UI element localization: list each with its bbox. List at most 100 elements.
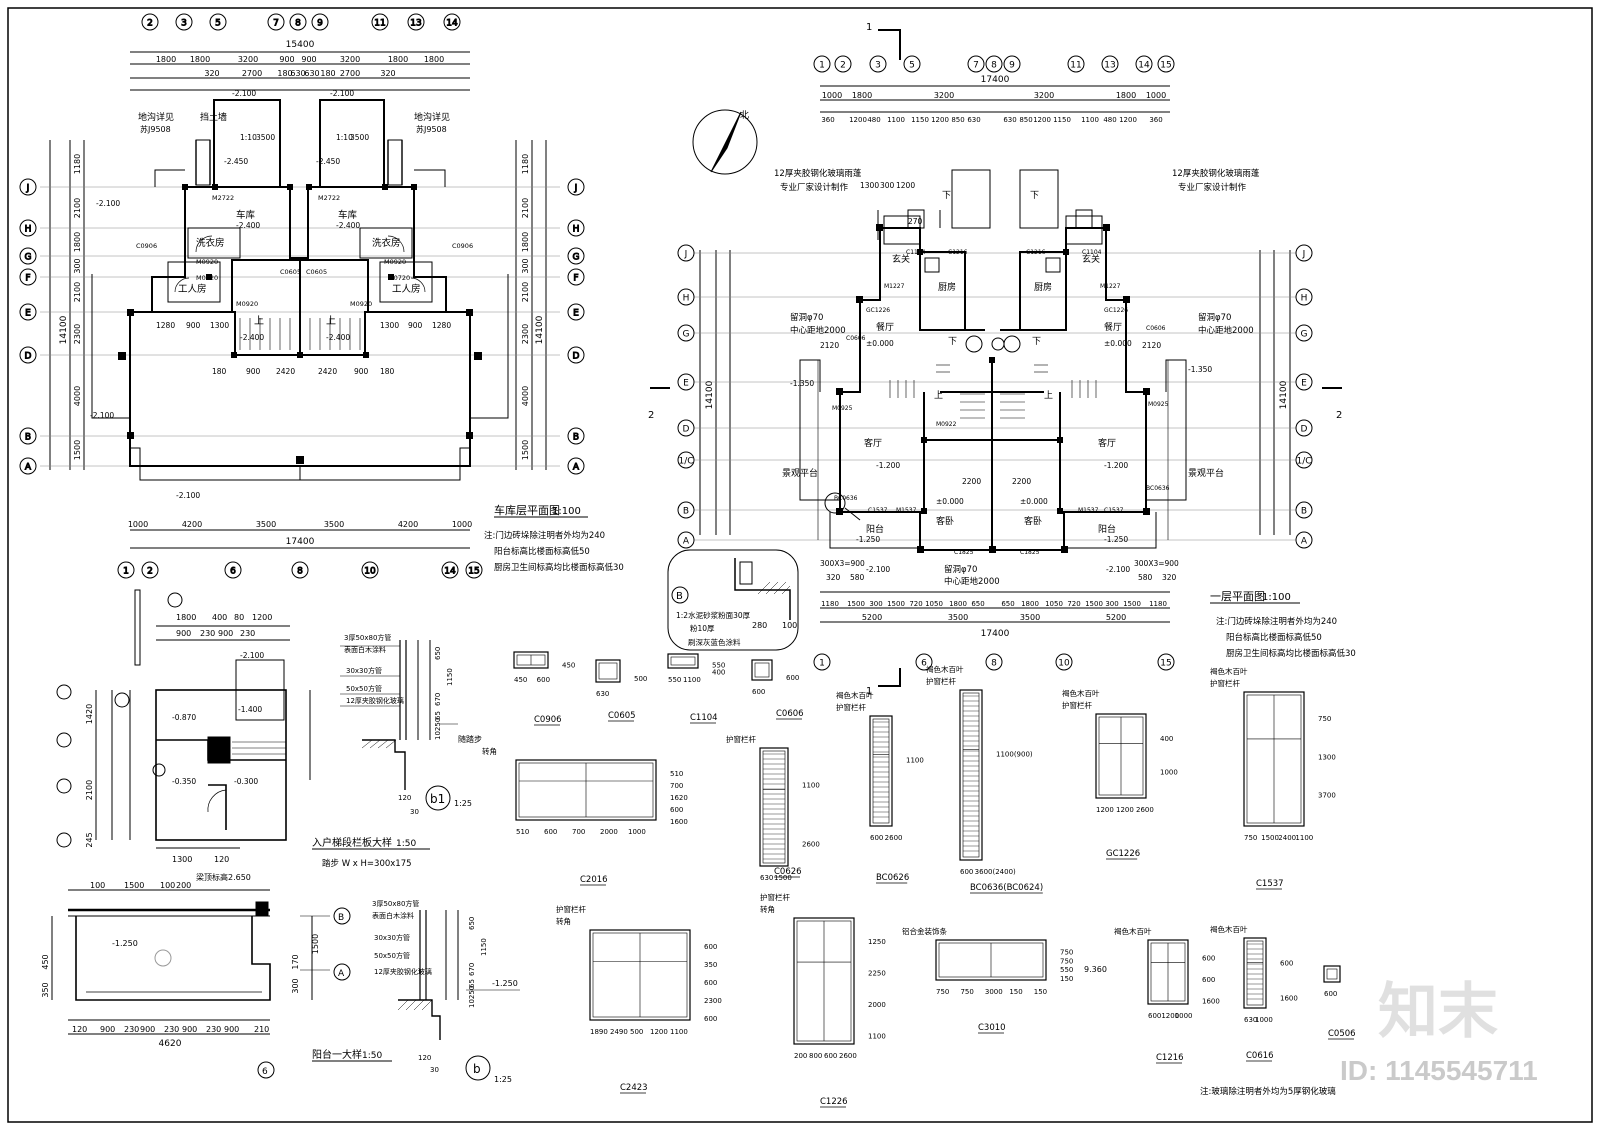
window-5-dim-1: 1100 xyxy=(802,782,820,790)
ffp-dim-top2-15: 360 xyxy=(1149,116,1162,124)
ffp-stair-3: 上 xyxy=(1044,390,1053,401)
window-12-dim-0: 750 xyxy=(936,988,949,996)
window-8-dim-2: 1200 xyxy=(1116,806,1134,814)
window-9-dim-0: 750 xyxy=(1244,834,1257,842)
window-c2423 xyxy=(589,929,691,1021)
window-10-dim-4: 500 xyxy=(630,1028,643,1036)
ffp-axis-top-9: 9 xyxy=(1003,55,1021,73)
garage-level-1: -2.100 xyxy=(330,89,354,98)
balcony-dim-side-1: 170 xyxy=(291,954,300,969)
garage-axis-bottom-8: 8 xyxy=(291,561,309,579)
ffp-axis-top-9-label: 9 xyxy=(1009,61,1015,71)
garage-axis-left-A: A xyxy=(19,457,37,475)
ffp-level-10: -2.100 xyxy=(866,565,890,574)
window-c1226 xyxy=(793,917,855,1045)
window-9-note: 护窗栏杆 xyxy=(1210,678,1240,688)
detail-b-dim-1: 280 xyxy=(752,621,767,630)
window-code-14: C0616 xyxy=(1246,1051,1274,1061)
ffp-dim-top1-5: 1000 xyxy=(1146,91,1166,100)
garage-axis-left-F: F xyxy=(19,268,37,286)
window-11-dim-1: 1250 xyxy=(868,938,886,946)
window-13-dim-4: 1000 xyxy=(1175,1012,1193,1020)
ffp-room-10: 阳台 xyxy=(866,523,884,535)
ffp-dim-top2-0: 360 xyxy=(821,116,834,124)
ffp-dim-bot1-4: 720 xyxy=(909,600,922,608)
ffp-dim-top2-12: 1100 xyxy=(1081,116,1099,124)
glass-note: 注:玻璃除注明者外均为5厚钢化玻璃 xyxy=(1200,1086,1336,1097)
ffp-room-2: 厨房 xyxy=(938,281,956,293)
garage-axis-bottom-10: 10 xyxy=(361,561,379,579)
window-c1216 xyxy=(1147,939,1189,1005)
window-schedule-texts: C0906450450600C0605630500C11045505501100… xyxy=(482,661,1356,1108)
garage-dim-side-left-1: 2100 xyxy=(73,198,82,218)
ffp-level-0: ±0.000 xyxy=(866,339,894,348)
ffp-room-7: 客厅 xyxy=(1098,437,1116,449)
window-4-dim-9: 1600 xyxy=(670,818,688,826)
garage-level-9: -2.450 xyxy=(224,157,248,166)
ffp-axis-right-D: D xyxy=(1295,419,1313,437)
ffp-axis-top-1: 1 xyxy=(813,55,831,73)
ffp-axis-top-14: 14 xyxy=(1135,55,1153,73)
ffp-dim-top1-1: 1800 xyxy=(852,91,872,100)
garage-door-5: M0920 xyxy=(350,300,372,308)
garage-note-1: 注:门边砖垛除注明者外均为240 xyxy=(484,530,605,541)
garage-room-0: 车库 xyxy=(236,209,256,221)
garage-door-9: C0605 xyxy=(306,268,327,276)
garage-axis-top-9-label: 9 xyxy=(317,19,323,29)
stair-dim-top-1: 400 xyxy=(212,613,227,622)
window-code-3: C0606 xyxy=(776,709,804,719)
window-8-dim-1: 400 xyxy=(1160,735,1173,743)
ffp-axis-top-15: 15 xyxy=(1157,55,1175,73)
garage-overall-top: 15400 xyxy=(286,40,315,50)
ffp-dim-bot1-8: 650 xyxy=(1001,600,1014,608)
window-0-dim-0: 450 xyxy=(514,676,527,684)
ffp-level-11: -2.100 xyxy=(1106,565,1130,574)
garage-axis-left-J-label: J xyxy=(26,184,30,194)
garage-interior-dim-8: 2420 xyxy=(276,367,295,376)
ffp-dim-top2-1: 1200 xyxy=(849,116,867,124)
window-2-dim-2: 1100 xyxy=(683,676,701,684)
ffp-dim-top2-3: 1100 xyxy=(887,116,905,124)
window-code-13: C1216 xyxy=(1156,1053,1184,1063)
rail-b1-spec-3: 30x30方管 xyxy=(346,666,382,675)
window-11-dim-6: 2600 xyxy=(839,1052,857,1060)
window-6-dim-0: 600 xyxy=(870,834,883,842)
garage-level-0: -2.100 xyxy=(232,89,256,98)
ffp-axis-left-B: B xyxy=(677,501,695,519)
garage-dim-top2-2: 180 xyxy=(277,69,292,78)
ffp-room-8: 客卧 xyxy=(936,515,954,527)
garage-axis-top-5-label: 5 xyxy=(215,19,221,29)
window-10-dim-3: 350 xyxy=(704,961,717,969)
garage-axis-right-F: F xyxy=(567,268,585,286)
garage-axis-top-14: 14 xyxy=(443,13,461,31)
trench-code-left: 苏J9508 xyxy=(140,124,171,134)
ffp-door-19: M0925 xyxy=(1148,401,1169,408)
window-8-note2: 褐色木百叶 xyxy=(1062,688,1100,698)
balcony-level: -1.250 xyxy=(112,939,138,948)
ffp-note-2: 阳台标高比楼面标高低50 xyxy=(1226,632,1322,643)
rail-b-dim-1: 670 xyxy=(468,963,476,976)
rail-detail-b1 xyxy=(340,640,458,811)
canopy-note-left-1: 12厚夹胶钢化玻璃雨蓬 xyxy=(774,168,862,179)
ffp-dim-bot2-2: 3500 xyxy=(1020,613,1040,622)
balcony-dim-side-2: 300 xyxy=(291,978,300,993)
window-14-dim-2: 1000 xyxy=(1255,1016,1273,1024)
window-13-dim-3: 600 xyxy=(1202,976,1215,984)
window-13-dim-5: 1600 xyxy=(1202,997,1220,1005)
ffp-levels: ±0.000±0.000±0.000±0.000-1.200-1.200-1.2… xyxy=(790,339,1212,574)
ffp-room-9: 客卧 xyxy=(1024,515,1042,527)
garage-axis-bottom-2: 2 xyxy=(141,561,159,579)
window-12-dim-3: 750 xyxy=(1060,957,1073,965)
garage-plan-title: 车库层平面图 xyxy=(494,503,560,517)
window-code-0: C0906 xyxy=(534,715,562,725)
window-code-1: C0605 xyxy=(608,711,636,721)
window-12-dim-1: 750 xyxy=(1060,948,1073,956)
ffp-misc-10: 580 xyxy=(850,573,865,582)
garage-axis-right-B-label: B xyxy=(573,433,579,443)
ffp-axis-bottom-10-label: 10 xyxy=(1058,659,1070,669)
ffp-axis-bottom-10: 10 xyxy=(1055,653,1073,671)
ffp-level-2: ±0.000 xyxy=(936,497,964,506)
ffp-axis-bottom-6-label: 6 xyxy=(921,659,927,669)
